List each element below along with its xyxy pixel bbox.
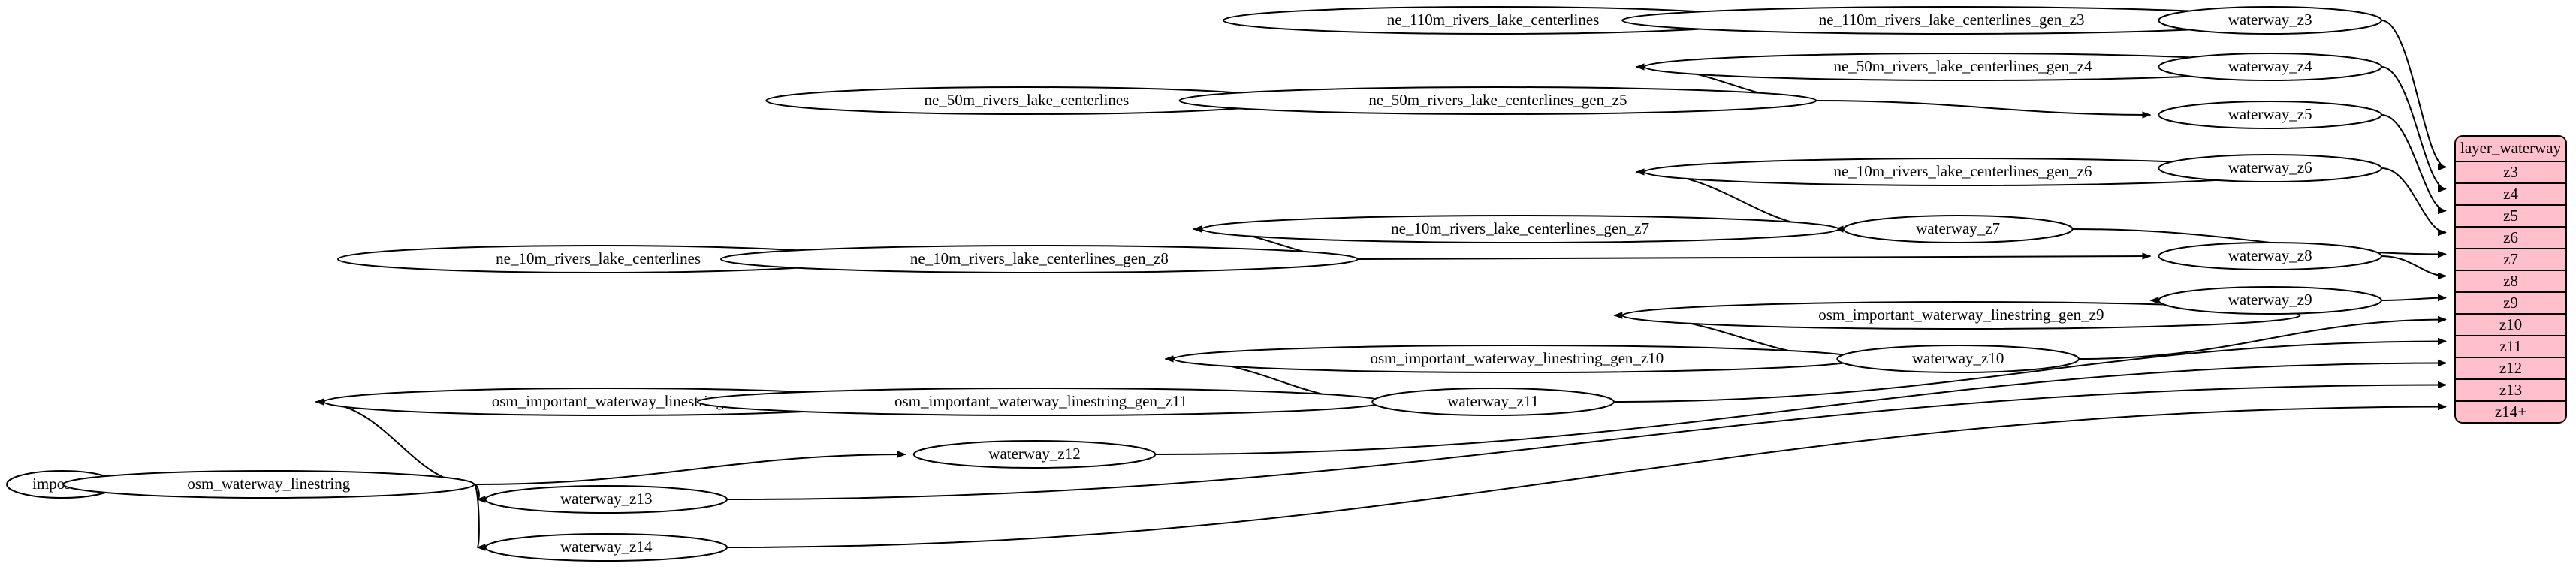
- node-osm_important_waterway_linestring_gen_z10[interactable]: osm_important_waterway_linestring_gen_z1…: [1172, 345, 1862, 373]
- node-shape-waterway_z5: [2158, 101, 2382, 129]
- node-ne_10m_rivers_lake_centerlines_gen_z8[interactable]: ne_10m_rivers_lake_centerlines_gen_z8: [719, 245, 1359, 273]
- node-shape-osm_important_waterway_linestring_gen_z11: [696, 388, 1386, 416]
- node-waterway_z5[interactable]: waterway_z5: [2158, 101, 2382, 129]
- node-shape-waterway_z9: [2158, 286, 2382, 315]
- edge-waterway_z10-to-layer_waterway-z10: [2078, 315, 2447, 360]
- node-shape-waterway_z12: [912, 440, 1157, 469]
- layer-waterway-row-z4[interactable]: z4: [2456, 184, 2565, 206]
- edge-osm_waterway_linestring-to-waterway_z14: [473, 484, 486, 551]
- edge-waterway_z5-to-layer_waterway-z5: [2381, 114, 2447, 215]
- node-shape-osm_important_waterway_linestring_gen_z10: [1172, 345, 1862, 373]
- node-waterway_z10[interactable]: waterway_z10: [1836, 345, 2080, 373]
- layer-waterway-table-header: layer_waterway: [2456, 137, 2565, 162]
- node-shape-ne_50m_rivers_lake_centerlines_gen_z5: [1178, 86, 1817, 115]
- layer-waterway-row-z9[interactable]: z9: [2456, 293, 2565, 315]
- node-waterway_z8[interactable]: waterway_z8: [2158, 242, 2382, 270]
- node-ne_50m_rivers_lake_centerlines_gen_z5[interactable]: ne_50m_rivers_lake_centerlines_gen_z5: [1178, 86, 1817, 115]
- edge-ne_50m_rivers_lake_centerlines_gen_z5-to-waterway_z5: [1816, 100, 2152, 119]
- edge-waterway_z4-to-layer_waterway-z4: [2381, 66, 2447, 193]
- edge-waterway_z6-to-layer_waterway-z6: [2381, 167, 2447, 237]
- layer-waterway-row-z5[interactable]: z5: [2456, 206, 2565, 228]
- edge-waterway_z3-to-layer_waterway-z3: [2381, 20, 2447, 171]
- layer-waterway-row-z3[interactable]: z3: [2456, 162, 2565, 184]
- edge-waterway_z13-to-layer_waterway-z13: [727, 381, 2447, 500]
- node-shape-waterway_z4: [2158, 53, 2382, 81]
- edge-waterway_z12-to-layer_waterway-z12: [1155, 359, 2447, 455]
- edge-waterway_z7-to-layer_waterway-z7: [2072, 228, 2447, 258]
- node-waterway_z4[interactable]: waterway_z4: [2158, 53, 2382, 81]
- layer-waterway-row-z10[interactable]: z10: [2456, 315, 2565, 336]
- node-waterway_z7[interactable]: waterway_z7: [1842, 215, 2074, 243]
- node-shape-waterway_z3: [2158, 6, 2382, 35]
- edge-waterway_z8-to-layer_waterway-z8: [2381, 255, 2447, 280]
- layer-waterway-row-z8[interactable]: z8: [2456, 271, 2565, 293]
- layer-waterway-row-z13[interactable]: z13: [2456, 380, 2565, 402]
- node-shape-waterway_z13: [484, 485, 728, 514]
- edge-waterway_z14-to-layer_waterway-z14plus: [727, 403, 2447, 548]
- node-shape-waterway_z10: [1836, 345, 2080, 373]
- layer-waterway-row-z14plus[interactable]: z14+: [2456, 402, 2565, 422]
- edge-osm_waterway_linestring-to-waterway_z12: [474, 451, 906, 485]
- node-osm_important_waterway_linestring_gen_z11[interactable]: osm_important_waterway_linestring_gen_z1…: [696, 388, 1386, 416]
- node-waterway_z9[interactable]: waterway_z9: [2158, 286, 2382, 315]
- node-shape-waterway_z8: [2158, 242, 2382, 270]
- layer-waterway-row-z6[interactable]: z6: [2456, 228, 2565, 249]
- node-shape-waterway_z7: [1842, 215, 2074, 243]
- node-shape-waterway_z11: [1371, 388, 1615, 416]
- node-shape-ne_10m_rivers_lake_centerlines_gen_z7: [1201, 215, 1840, 243]
- edge-waterway_z9-to-layer_waterway-z9: [2381, 294, 2447, 302]
- node-shape-osm_waterway_linestring: [62, 470, 475, 499]
- node-waterway_z3[interactable]: waterway_z3: [2158, 6, 2382, 35]
- layer-waterway-row-z7[interactable]: z7: [2456, 249, 2565, 271]
- node-ne_10m_rivers_lake_centerlines_gen_z7[interactable]: ne_10m_rivers_lake_centerlines_gen_z7: [1201, 215, 1840, 243]
- node-waterway_z13[interactable]: waterway_z13: [484, 485, 728, 514]
- node-waterway_z12[interactable]: waterway_z12: [912, 440, 1157, 469]
- node-osm_waterway_linestring[interactable]: osm_waterway_linestring: [62, 470, 475, 499]
- node-shape-osm_important_waterway_linestring_gen_z9: [1621, 301, 2301, 330]
- node-waterway_z14[interactable]: waterway_z14: [484, 533, 728, 562]
- node-waterway_z11[interactable]: waterway_z11: [1371, 388, 1615, 416]
- edge-waterway_z11-to-layer_waterway-z11: [1613, 337, 2447, 403]
- layer-waterway-row-z11[interactable]: z11: [2456, 336, 2565, 358]
- layer-waterway-row-z12[interactable]: z12: [2456, 358, 2565, 380]
- node-shape-waterway_z14: [484, 533, 728, 562]
- edge-ne_10m_rivers_lake_centerlines_gen_z8-to-waterway_z8: [1357, 252, 2152, 260]
- node-shape-ne_10m_rivers_lake_centerlines_gen_z8: [719, 245, 1359, 273]
- node-waterway_z6[interactable]: waterway_z6: [2158, 154, 2382, 182]
- node-shape-waterway_z6: [2158, 154, 2382, 182]
